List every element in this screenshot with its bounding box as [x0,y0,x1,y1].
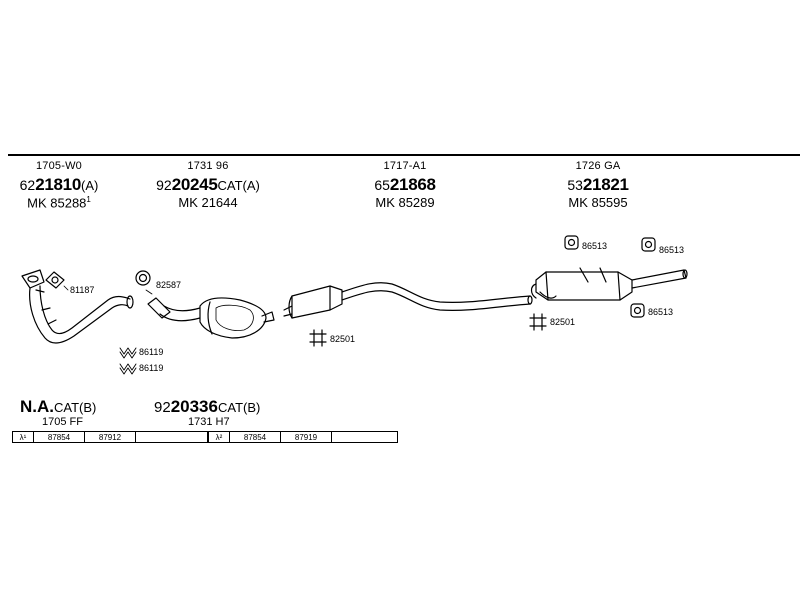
front-pipe-drawing [21,269,134,344]
part-mk: MK 852881 [27,195,91,211]
lambda-cell [331,431,398,443]
gasket-ring-icon [135,270,151,286]
rubber-mount-icon [641,237,656,252]
lambda-table-1: λ¹ 87854 87912 [12,431,208,443]
part-code: 1731 H7 [188,416,230,428]
lambda-symbol: λ² [208,431,230,443]
part-block-rear-silencer: 1726 GA 5321821 MK 85595 [548,160,648,210]
part-block-front-pipe: 1705-W0 6221810(A) MK 852881 [14,160,104,211]
header-rule [8,154,800,156]
label-clamp-1: 86119 [139,347,164,357]
lambda-cell: 87854 [229,431,281,443]
clamp-icon [119,363,137,375]
part-number: 9220336CAT(B) [154,397,261,416]
part-code: 1717-A1 [383,160,427,172]
part-code: 1731 96 [187,160,229,172]
bottom-part-na: N.A.CAT(B) 1705 FF [20,398,120,428]
part-code: 1705 FF [42,416,83,428]
label-gasket-2: 82587 [156,280,182,290]
part-code: 1705-W0 [35,160,83,172]
lambda-cell: 87912 [84,431,136,443]
rubber-mount-icon [630,303,645,318]
label-rubber-1: 86513 [582,241,608,251]
lambda-cell: 87919 [280,431,332,443]
part-number: N.A.CAT(B) [20,397,97,416]
part-number: 9220245CAT(A) [156,175,260,194]
part-mk: MK 85595 [568,195,628,210]
hanger-icon [309,329,327,347]
clamp-icon [119,347,137,359]
label-hanger-1: 82501 [330,334,356,344]
middle-silencer-drawing [283,282,533,319]
part-number: 6521868 [374,175,436,194]
catalyst-drawing [147,297,275,339]
label-clamp-2: 86119 [139,363,164,373]
part-mk: MK 85289 [375,195,435,210]
bottom-part-catalyst: 9220336CAT(B) 1731 H7 [154,398,274,428]
rear-silencer-drawing [530,267,688,301]
part-mk: MK 21644 [178,195,238,210]
part-code: 1726 GA [575,160,621,172]
hanger-icon [529,313,547,331]
label-rubber-2: 86513 [659,245,685,255]
label-gasket-1: 81187 [70,285,95,295]
label-hanger-2: 82501 [550,317,576,327]
lambda-cell [135,431,208,443]
part-block-middle-silencer: 1717-A1 6521868 MK 85289 [355,160,455,210]
lambda-table-2: λ² 87854 87919 [208,431,398,443]
rubber-mount-icon [564,235,579,250]
part-number: 5321821 [567,175,629,194]
part-block-catalyst: 1731 96 9220245CAT(A) MK 21644 [148,160,268,210]
gasket-icon [45,271,65,289]
part-number: 6221810(A) [19,175,99,194]
label-rubber-3: 86513 [648,307,674,317]
lambda-symbol: λ¹ [12,431,34,443]
lambda-cell: 87854 [33,431,85,443]
